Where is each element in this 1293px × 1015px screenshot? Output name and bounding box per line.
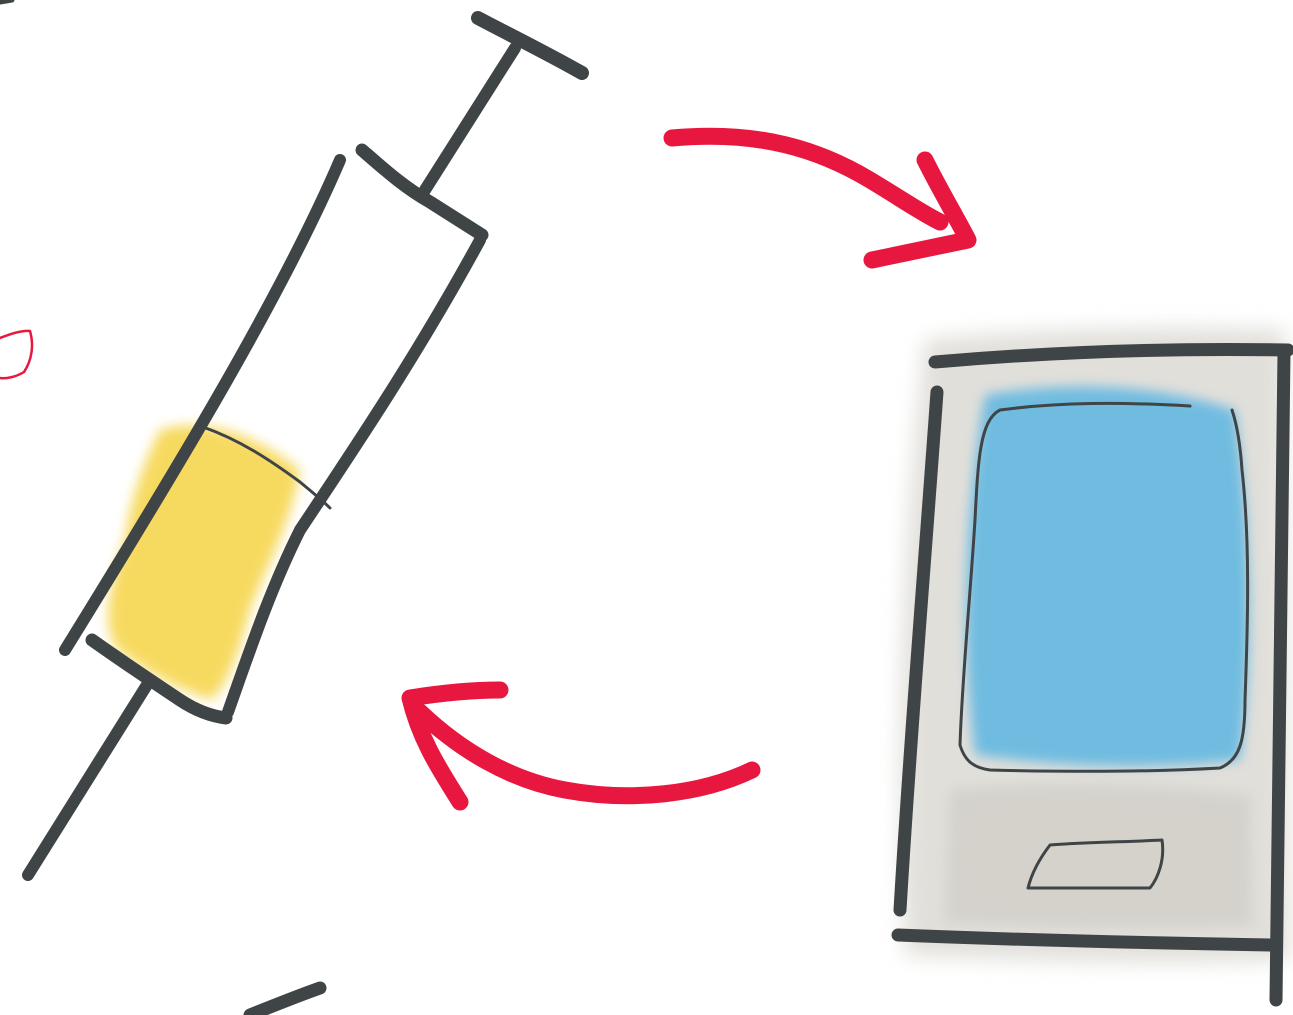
partial-ink-stroke-bottom bbox=[250, 988, 320, 1015]
syringe-plunger-rod bbox=[425, 48, 515, 190]
device-screen-wash bbox=[966, 387, 1249, 767]
syringe-needle bbox=[28, 680, 150, 875]
device-bottom-wash bbox=[945, 785, 1252, 928]
syringe-plunger-head bbox=[478, 18, 582, 73]
syringe-icon bbox=[28, 18, 582, 875]
device-outline-right bbox=[1276, 352, 1284, 1000]
arrow-left-shaft bbox=[420, 712, 752, 796]
partial-red-mark-stroke bbox=[0, 331, 32, 378]
arrow-right-shaft bbox=[672, 136, 940, 222]
curved-arrow-right-icon bbox=[672, 136, 968, 260]
smartphone-icon bbox=[898, 328, 1290, 1000]
syringe-liquid bbox=[108, 426, 300, 700]
curved-arrow-left-icon bbox=[410, 690, 752, 802]
partial-ink-mark bbox=[0, 0, 12, 2]
syringe-flange bbox=[362, 150, 482, 235]
partial-red-mark bbox=[0, 331, 32, 378]
